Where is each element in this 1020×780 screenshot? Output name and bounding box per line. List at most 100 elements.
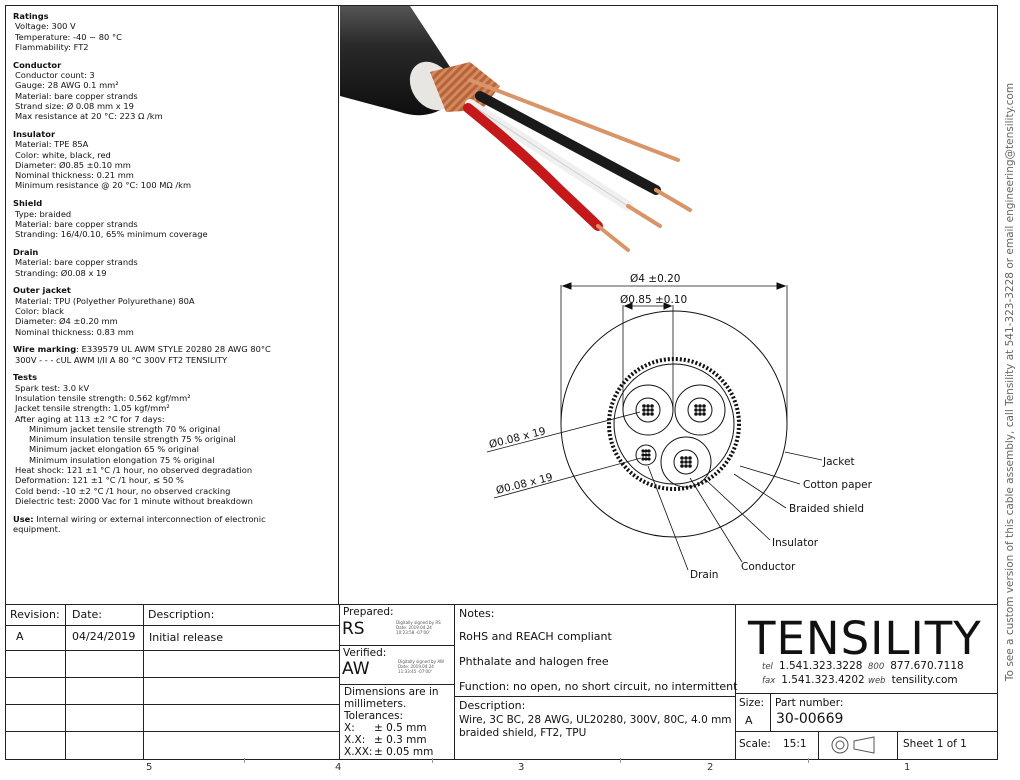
test-line: Spark test: 3.0 kV [15,382,90,393]
title-block-top-border [6,604,998,605]
spec-line: Gauge: 28 AWG 0.1 mm² [15,80,119,91]
zone-number: 2 [707,762,714,773]
scale-value: 15:1 [783,738,807,750]
wire-marking: Wire marking: E339579 UL AWM STYLE 20280… [13,344,271,365]
spec-line: Minimum resistance @ 20 °C: 100 MΩ /km [15,180,192,191]
test-line: Heat shock: 121 ±1 °C /1 hour, no observ… [15,465,253,476]
verified-initials: AW [342,659,370,679]
divider [6,650,339,651]
spec-line: Temperature: -40 ~ 80 °C [15,31,122,42]
dim-insulator-label: Ø0.85 ±0.10 [620,294,687,306]
spec-section-title: Drain [13,246,39,257]
divider [897,731,898,759]
sheet-number: Sheet 1 of 1 [903,738,967,750]
zone-tick [808,758,809,763]
test-line: Dielectric test: 2000 Vac for 1 minute w… [15,495,253,506]
zone-tick [432,758,433,763]
description-header: Description: [148,608,215,621]
test-line: Minimum jacket elongation 65 % original [29,444,199,455]
note-item: Function: no open, no short circuit, no … [459,680,738,693]
divider [339,604,340,759]
drawing-frame [5,5,998,760]
revision-header: Revision: [10,608,60,621]
date-cell: 04/24/2019 [72,630,136,643]
zone-number: 5 [146,762,153,773]
test-line: Minimum jacket tensile strength 70 % ori… [29,423,221,434]
spec-line: Max resistance at 20 °C: 223 Ω /km [15,111,163,122]
callout-conductor: Conductor [741,561,796,573]
strand-dots [641,404,706,468]
spec-section-title: Insulator [13,128,56,139]
spec-line: Material: TPU (Polyether Polyurethane) 8… [15,295,195,306]
tolerance-row: X:± 0.5 mm [344,722,427,734]
divider [735,693,998,694]
scale-label: Scale: [739,738,771,750]
spec-line: Material: TPE 85A [15,139,89,150]
tolerance-row: X.XX:± 0.05 mm [344,746,434,758]
test-line: Cold bend: -10 ±2 °C /1 hour, no observe… [15,485,231,496]
divider [454,604,455,759]
tolerance-row: X.X:± 0.3 mm [344,734,427,746]
tensility-logo: TENSILITY [748,612,982,665]
test-line: Jacket tensile strength: 1.05 kgf/mm² [15,403,170,414]
divider [818,731,819,759]
test-line: Insulation tensile strength: 0.562 kgf/m… [15,393,191,403]
callout-jacket: Jacket [822,456,855,468]
verified-label: Verified: [343,647,387,659]
note-item: Phthalate and halogen free [459,655,609,668]
prepared-label: Prepared: [343,606,394,618]
description-cell: Initial release [149,631,224,644]
spec-line: Color: black [15,305,64,316]
note-item: RoHS and REACH compliant [459,630,612,643]
prepared-initials: RS [342,619,365,639]
projection-symbol-icon [831,736,875,754]
zone-number: 4 [335,762,342,773]
divider [6,625,339,626]
divider [770,693,771,731]
callout-drain: Drain [690,569,718,581]
spec-line: Stranding: 16/4/0.10, 65% minimum covera… [15,229,208,240]
spec-line: Stranding: Ø0.08 x 19 [15,267,107,278]
side-contact-text: To see a custom version of this cable as… [1004,82,1016,682]
spec-section-title: Shield [13,198,43,209]
divider [6,704,339,705]
zone-number: 1 [904,762,911,773]
divider [454,696,735,697]
divider [735,604,736,759]
date-header: Date: [72,608,102,621]
divider [339,645,454,646]
test-line: Deformation: 121 ±1 °C /1 hour, ≤ 50 % [15,475,184,486]
strand-label-2: Ø0.08 x 19 [495,471,554,497]
divider [143,604,144,759]
test-line: After aging at 113 ±2 °C for 7 days: [15,413,165,424]
size-label: Size: [739,697,765,709]
cross-section [486,282,823,571]
dim-outer-label: Ø4 ±0.20 [630,273,680,285]
test-line: Minimum insulation tensile strength 75 %… [29,434,236,445]
cable-photo [340,6,692,252]
spec-section-title: Conductor [13,59,62,70]
use-section: Use: Internal wiring or external interco… [13,513,266,535]
spec-line: Nominal thickness: 0.83 mm [15,326,134,337]
part-number-label: Part number: [775,697,844,709]
spec-section-title: Outer jacket [13,285,71,296]
strand-label-1: Ø0.08 x 19 [488,425,547,451]
part-number: 30-00669 [776,711,844,727]
callout-braided-shield: Braided shield [789,503,864,515]
spec-line: Conductor count: 3 [15,69,95,80]
spec-line: Flammability: FT2 [15,41,89,52]
revision-cell: A [16,630,24,643]
description-label: Description: [459,699,526,712]
divider [6,677,339,678]
